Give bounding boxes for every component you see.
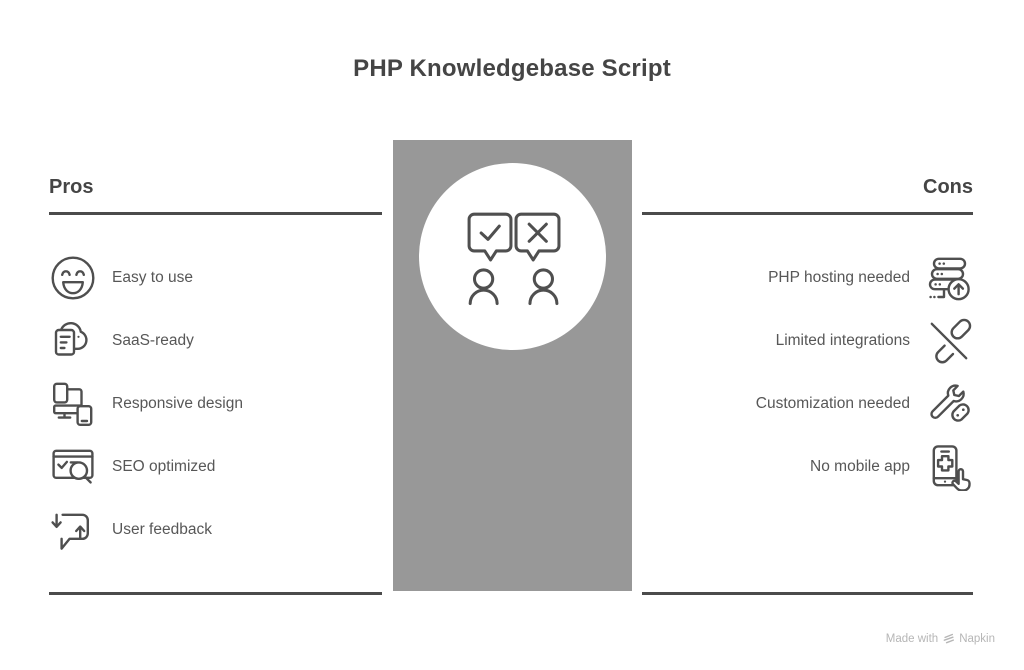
tools-icon: [930, 384, 970, 422]
responsive-devices-icon: [52, 382, 93, 427]
cons-top-rule: [642, 212, 973, 215]
pros-heading: Pros: [49, 176, 94, 198]
pros-top-rule: [49, 212, 382, 215]
feedback-arrows-icon: [51, 513, 89, 550]
broken-link-icon: [930, 318, 972, 364]
cons-column: Cons PHP hosting needed: [642, 0, 973, 670]
pros-item-seo-optimized: SEO optimized: [49, 443, 382, 491]
smiley-icon: [51, 256, 95, 300]
watermark-brand: Napkin: [959, 632, 995, 645]
saas-cloud-icon: [54, 321, 88, 356]
server-upload-icon: [928, 257, 970, 301]
pros-column: Pros Easy to use: [49, 0, 382, 670]
cons-item-php-hosting: PHP hosting needed: [642, 254, 973, 302]
pros-item-user-feedback: User feedback: [49, 506, 382, 554]
center-panel: [393, 140, 632, 591]
pros-item-easy-to-use: Easy to use: [49, 254, 382, 302]
cons-list: PHP hosting needed Limited integrations …: [642, 254, 973, 491]
seo-search-icon: [52, 449, 94, 484]
pros-item-label: Responsive design: [112, 395, 243, 412]
pros-cons-people-icon: [467, 212, 560, 305]
cons-item-label: Limited integrations: [775, 332, 910, 349]
page-title: PHP Knowledgebase Script: [353, 55, 671, 82]
center-circle: [419, 163, 606, 350]
pros-item-saas-ready: SaaS-ready: [49, 317, 382, 365]
pros-bottom-rule: [49, 592, 382, 595]
cons-item-label: PHP hosting needed: [768, 269, 910, 286]
cons-item-no-mobile-app: No mobile app: [642, 443, 973, 491]
pros-item-label: Easy to use: [112, 269, 193, 286]
pros-item-responsive-design: Responsive design: [49, 380, 382, 428]
pros-item-label: User feedback: [112, 521, 212, 538]
cons-item-limited-integrations: Limited integrations: [642, 317, 973, 365]
cons-item-label: No mobile app: [810, 458, 910, 475]
cons-item-customization: Customization needed: [642, 380, 973, 428]
mobile-app-tap-icon: [932, 445, 971, 491]
cons-bottom-rule: [642, 592, 973, 595]
pros-item-label: SEO optimized: [112, 458, 216, 475]
pros-list: Easy to use SaaS-ready: [49, 254, 382, 554]
cons-item-label: Customization needed: [755, 395, 910, 412]
cons-heading: Cons: [923, 176, 973, 198]
watermark-prefix: Made with: [885, 632, 939, 645]
napkin-logo-icon: [943, 633, 955, 644]
pros-item-label: SaaS-ready: [112, 332, 194, 349]
watermark: Made with Napkin: [886, 632, 995, 645]
